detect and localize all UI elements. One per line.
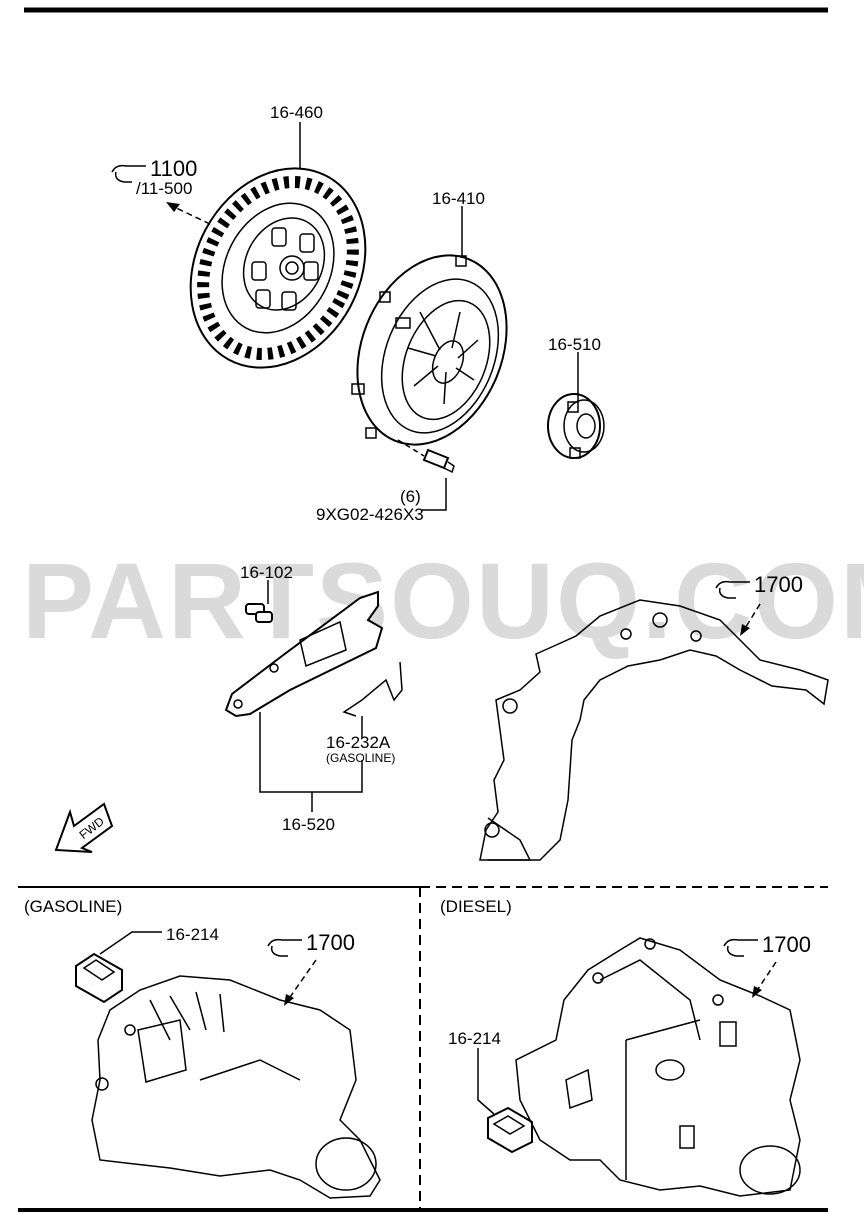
clutch-disc[interactable] <box>157 138 399 399</box>
ref-arrow-gasoline <box>287 959 317 1001</box>
pointing-hand-icon <box>267 938 302 957</box>
label-16-232A-note: (GASOLINE) <box>326 751 395 765</box>
fwd-arrow-icon <box>54 802 114 853</box>
ref-arrow-head-gasoline <box>284 994 294 1006</box>
ref-1700-diesel[interactable]: 1700 <box>762 932 811 957</box>
label-bolt: 9XG02-426X3 <box>316 505 424 524</box>
mount-pad-diesel[interactable] <box>487 1106 533 1154</box>
section-gasoline: (GASOLINE) <box>24 897 122 916</box>
cover-bolt[interactable] <box>422 448 455 474</box>
label-16-102: 16-102 <box>240 563 293 582</box>
ref-1700-trans[interactable]: 1700 <box>754 572 803 597</box>
label-bolt-qty: (6) <box>400 487 421 506</box>
pointing-hand-icon <box>715 580 750 599</box>
label-16-510: 16-510 <box>548 335 601 354</box>
label-16-232A: 16-232A <box>326 733 391 752</box>
release-bearing[interactable] <box>547 393 605 459</box>
label-16-214-diesel: 16-214 <box>448 1029 501 1048</box>
ref-1700-gasoline[interactable]: 1700 <box>306 930 355 955</box>
transmission-diesel[interactable] <box>515 937 801 1197</box>
transmission-gasoline[interactable] <box>91 975 381 1199</box>
mount-pad-gasoline[interactable] <box>75 952 123 1004</box>
ref-arrow-head-trans <box>740 624 750 636</box>
pointing-hand-icon <box>111 164 146 183</box>
ref-arrow-trans <box>743 603 761 631</box>
label-16-520: 16-520 <box>282 815 335 834</box>
ref-arrow-line <box>171 205 211 225</box>
label-16-410: 16-410 <box>432 189 485 208</box>
watermark: PARTSOUQ.COM <box>22 540 864 661</box>
label-16-214-gasoline: 16-214 <box>166 925 219 944</box>
ref-arrow-diesel <box>755 961 777 993</box>
leader-16-214-gasoline <box>99 931 162 955</box>
leader-16-214-diesel <box>477 1048 495 1115</box>
ref-11-500[interactable]: /11-500 <box>136 179 192 198</box>
ref-arrow-head <box>166 202 180 212</box>
label-16-460: 16-460 <box>270 103 323 122</box>
section-diesel: (DIESEL) <box>440 897 512 916</box>
ref-arrow-head-diesel <box>752 986 762 998</box>
pivot-ball[interactable] <box>245 603 273 623</box>
ref-1100[interactable]: 1100 <box>150 156 197 181</box>
leader-bolt <box>422 478 447 511</box>
clutch-cover[interactable] <box>330 233 533 467</box>
pointing-hand-icon <box>723 938 758 957</box>
spring-clip[interactable] <box>342 661 403 717</box>
leader-16-520-bracket <box>259 712 363 793</box>
release-fork[interactable] <box>224 590 384 718</box>
transmission-housing[interactable] <box>479 599 829 861</box>
